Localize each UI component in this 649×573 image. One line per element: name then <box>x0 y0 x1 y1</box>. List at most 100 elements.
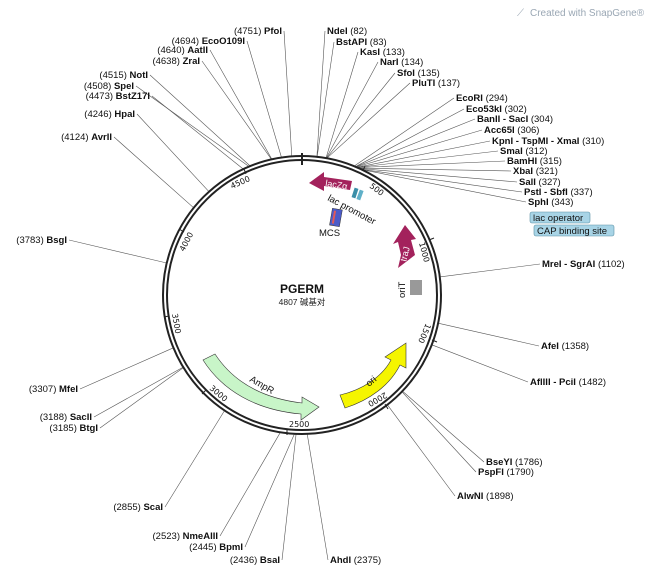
site-leader-11 <box>357 150 499 168</box>
site-label-hpai[interactable]: (4246) HpaI <box>84 109 135 120</box>
lac-operator-box[interactable] <box>351 187 359 199</box>
site-label-noti[interactable]: (4515) NotI <box>99 70 148 81</box>
ampr-arrow <box>202 353 320 421</box>
site-label-mrei-sgrai[interactable]: MreI - SgrAI (1102) <box>542 259 625 270</box>
lac-operator-callout[interactable]: lac operator <box>529 211 591 224</box>
site-label-aatii[interactable]: (4640) AatII <box>157 45 208 56</box>
tick-label-1500: 1500 <box>416 322 432 344</box>
site-leader-22 <box>387 404 456 497</box>
tick-label-500: 500 <box>368 181 386 197</box>
site-label-mfei[interactable]: (3307) MfeI <box>29 384 78 395</box>
site-label-smai[interactable]: SmaI (312) <box>500 146 548 157</box>
site-label-bstapi[interactable]: BstAPI (83) <box>336 37 387 48</box>
site-label-xbai[interactable]: XbaI (321) <box>513 166 558 177</box>
site-position: (4751) <box>234 26 264 37</box>
site-label-bseyi[interactable]: BseYI (1786) <box>486 457 543 468</box>
site-position: (1102) <box>595 259 624 270</box>
site-name: HpaI <box>114 109 135 120</box>
site-leader-29 <box>93 366 184 418</box>
feature-boxes: lac operator CAP binding site <box>529 211 615 237</box>
site-label-alwni[interactable]: AlwNI (1898) <box>457 491 514 502</box>
feature-lacza[interactable]: lacZα <box>309 172 352 191</box>
site-label-sacii[interactable]: (3188) SacII <box>40 412 92 423</box>
site-name: AhdI <box>330 555 351 566</box>
feature-ampr[interactable]: AmpR <box>202 353 320 421</box>
cap-site-box[interactable] <box>356 189 364 201</box>
site-label-ecoo109i[interactable]: (4694) EcoO109I <box>172 36 245 47</box>
site-label-sali[interactable]: SalI (327) <box>519 177 561 188</box>
site-leader-31 <box>68 239 167 264</box>
site-label-ahdi[interactable]: AhdI (2375) <box>330 555 381 566</box>
mcs-label: MCS <box>319 228 340 239</box>
feature-orit[interactable]: oriT <box>397 280 422 298</box>
site-label-pfoi[interactable]: (4751) PfoI <box>234 26 282 37</box>
site-label-bamhi[interactable]: BamHI (315) <box>507 156 562 167</box>
site-label-btgi[interactable]: (3185) BtgI <box>49 423 98 434</box>
site-position: (304) <box>528 114 553 125</box>
feature-mcs[interactable]: MCS <box>319 207 343 239</box>
cap-site-callout[interactable]: CAP binding site <box>533 224 615 237</box>
features: lacZα lac promoter MCS traJ oriT ori <box>202 172 422 421</box>
snapgene-logo-icon: ⟋ <box>517 8 524 19</box>
site-name: Acc65I <box>484 125 515 136</box>
site-name: XbaI <box>513 166 533 177</box>
site-label-kasi[interactable]: KasI (133) <box>360 47 405 58</box>
site-name: EcoRI <box>456 93 483 104</box>
site-label-bsai[interactable]: (2436) BsaI <box>230 555 280 566</box>
site-label-sphi[interactable]: SphI (343) <box>528 197 573 208</box>
site-label-ndei[interactable]: NdeI (82) <box>327 26 367 37</box>
site-leader-1 <box>316 41 335 157</box>
site-leader-9 <box>356 129 483 168</box>
site-leader-15 <box>361 169 523 193</box>
site-name: EcoO109I <box>202 36 245 47</box>
plasmid-length: 4807 碱基对 <box>279 297 326 307</box>
site-position: (2436) <box>230 555 260 566</box>
site-label-acc65i[interactable]: Acc65I (306) <box>484 125 539 136</box>
site-leader-38 <box>209 49 273 160</box>
site-leader-32 <box>113 136 194 209</box>
restriction-sites: NdeI (82)BstAPI (83)KasI (133)NarI (134)… <box>16 26 624 566</box>
site-label-eco53ki[interactable]: Eco53kI (302) <box>466 104 527 115</box>
site-label-spei[interactable]: (4508) SpeI <box>84 81 134 92</box>
site-name: BstAPI <box>336 37 367 48</box>
site-leader-4 <box>326 72 396 159</box>
site-name: PspFI <box>478 467 504 478</box>
site-position: (83) <box>367 37 387 48</box>
site-label-bpmi[interactable]: (2445) BpmI <box>189 542 243 553</box>
site-name: BstZ17I <box>116 91 150 102</box>
site-label-nari[interactable]: NarI (134) <box>380 57 423 68</box>
site-name: NdeI <box>327 26 348 37</box>
site-position: (3307) <box>29 384 59 395</box>
tick-label-2500: 2500 <box>289 420 309 429</box>
site-label-ecori[interactable]: EcoRI (294) <box>456 93 508 104</box>
site-leader-24 <box>281 433 297 561</box>
site-label-pspfi[interactable]: PspFI (1790) <box>478 467 534 478</box>
site-label-afliii-pcii[interactable]: AflIII - PciI (1482) <box>530 377 606 388</box>
site-position: (4515) <box>99 70 129 81</box>
plasmid-name: PGERM <box>280 282 324 296</box>
site-label-afei[interactable]: AfeI (1358) <box>541 341 589 352</box>
site-label-sfoi[interactable]: SfoI (135) <box>397 68 440 79</box>
site-label-psti-sbfi[interactable]: PstI - SbfI (337) <box>524 187 593 198</box>
site-name: AatII <box>187 45 208 56</box>
feature-traj[interactable]: traJ <box>393 225 416 268</box>
site-leader-21 <box>401 391 477 473</box>
site-leader-30 <box>79 347 174 390</box>
site-label-scai[interactable]: (2855) ScaI <box>113 502 163 513</box>
site-label-bsgi[interactable]: (3783) BsgI <box>16 235 67 246</box>
site-position: (3188) <box>40 412 70 423</box>
site-label-kpni-tspmi-xmai[interactable]: KpnI - TspMI - XmaI (310) <box>492 136 604 147</box>
site-label-zrai[interactable]: (4638) ZraI <box>152 56 200 67</box>
site-leader-7 <box>355 108 465 167</box>
cap-site-badge <box>533 224 615 237</box>
site-label-avrii[interactable]: (4124) AvrII <box>61 132 112 143</box>
site-label-banii-saci[interactable]: BanII - SacI (304) <box>477 114 553 125</box>
site-label-pluti[interactable]: PluTI (137) <box>412 78 460 89</box>
site-position: (315) <box>537 156 562 167</box>
site-label-nmeaiii[interactable]: (2523) NmeAIII <box>153 531 218 542</box>
site-label-bstz17i[interactable]: (4473) BstZ17I <box>86 91 150 102</box>
site-leader-23 <box>306 433 329 561</box>
site-leader-2 <box>325 51 359 159</box>
site-name: BseYI <box>486 457 512 468</box>
